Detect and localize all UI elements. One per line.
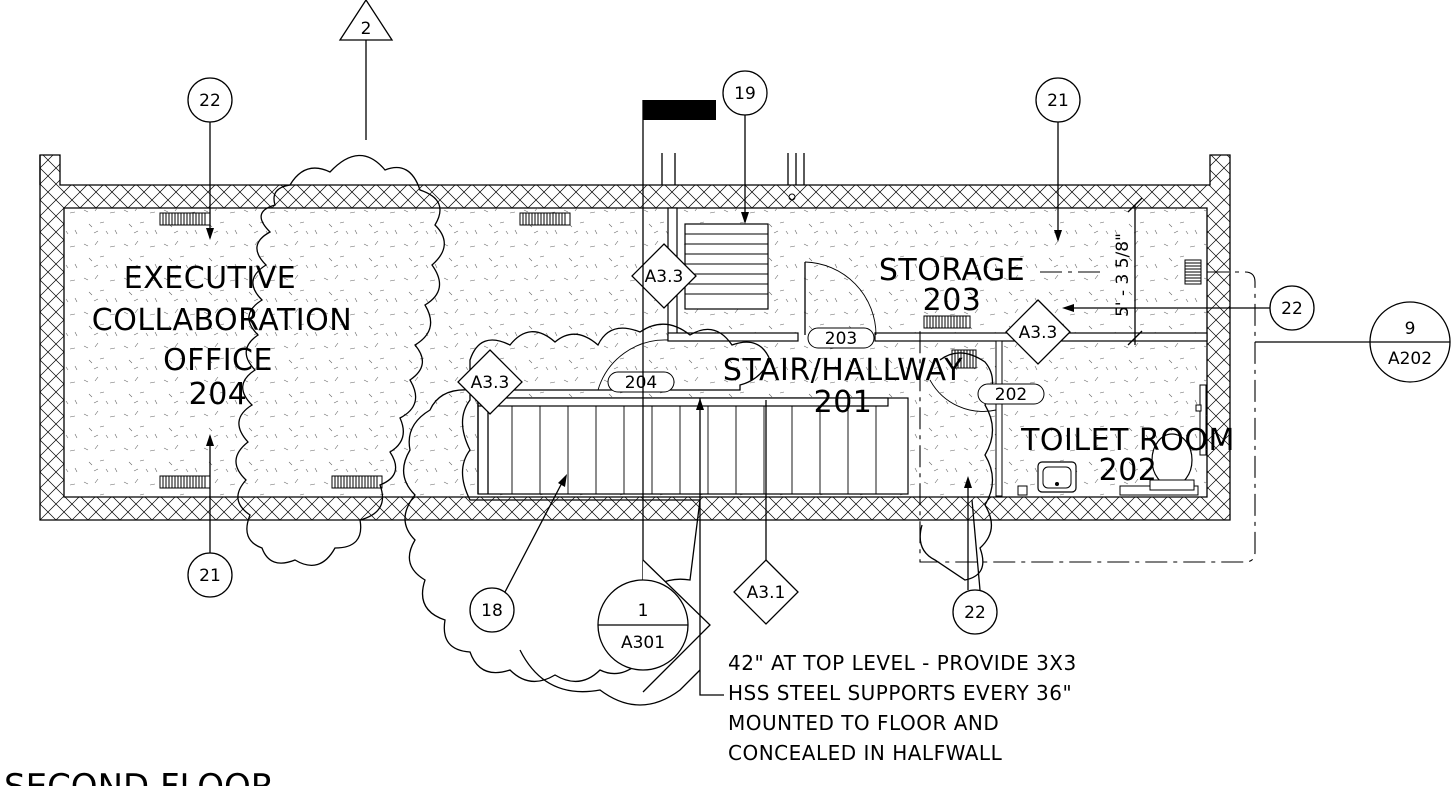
- room-number: 202: [1099, 453, 1158, 488]
- keynote-22-top: 22: [187, 77, 233, 240]
- svg-text:2: 2: [361, 19, 372, 39]
- dimension-string: 5' - 3 5/8": [1113, 197, 1143, 346]
- note-line-3: MOUNTED TO FLOOR AND: [728, 711, 999, 735]
- note-line-1: 42" AT TOP LEVEL - PROVIDE 3X3: [728, 651, 1077, 675]
- dimension-text: 5' - 3 5/8": [1113, 233, 1133, 317]
- room-name-line-3: OFFICE: [163, 343, 273, 378]
- sheet-ref-a33-left: A3.3: [457, 349, 523, 415]
- elevation-number: 9: [1405, 319, 1416, 339]
- keynote-19: 19: [722, 70, 768, 224]
- doors: [597, 261, 997, 412]
- svg-text:A3.1: A3.1: [747, 583, 786, 603]
- door-tag-203: 203: [807, 327, 875, 349]
- keynote-21-top: 21: [1035, 77, 1081, 242]
- svg-text:A3.3: A3.3: [471, 373, 510, 393]
- sheet-ref-a33-right: A3.3: [1005, 299, 1071, 365]
- section-marker: 1 A301: [597, 100, 716, 693]
- svg-text:A3.3: A3.3: [645, 267, 684, 287]
- room-storage: STORAGE 203: [879, 253, 1025, 318]
- svg-text:21: 21: [1047, 91, 1069, 111]
- sheet-ref-a31: A3.1: [733, 400, 799, 625]
- room-name: STAIR/HALLWAY: [723, 353, 963, 388]
- room-name: STORAGE: [879, 253, 1025, 288]
- plumbing-fixtures: [1017, 384, 1207, 496]
- svg-text:22: 22: [1281, 299, 1303, 319]
- svg-text:A3.3: A3.3: [1019, 323, 1058, 343]
- revision-clouds: [235, 154, 994, 706]
- general-note: 42" AT TOP LEVEL - PROVIDE 3X3 HSS STEEL…: [696, 398, 1077, 765]
- keynote-18: 18: [469, 474, 567, 633]
- svg-text:21: 21: [199, 566, 221, 586]
- section-number: 1: [638, 601, 649, 621]
- room-toilet-room: TOILET ROOM 202: [1020, 423, 1235, 488]
- note-line-4: CONCEALED IN HALFWALL: [728, 741, 1003, 765]
- keynote-22-right: 22: [1062, 285, 1315, 331]
- door-tag-204: 204: [607, 371, 675, 393]
- room-number: 203: [923, 283, 982, 318]
- wall-ticks: [661, 153, 805, 201]
- svg-text:204: 204: [625, 373, 657, 393]
- room-name: TOILET ROOM: [1020, 423, 1235, 458]
- section-sheet: A301: [621, 633, 665, 653]
- hvac-registers: [159, 212, 1202, 489]
- svg-text:203: 203: [825, 329, 857, 349]
- room-number: 204: [189, 377, 248, 412]
- svg-text:22: 22: [199, 91, 221, 111]
- room-name-line-2: COLLABORATION: [92, 303, 352, 338]
- note-line-2: HSS STEEL SUPPORTS EVERY 36": [728, 681, 1072, 705]
- room-stair-hallway: STAIR/HALLWAY 201: [723, 353, 963, 420]
- drawing-title: SECOND FLOOR: [4, 767, 274, 786]
- sheet-ref-a33-stair: A3.3: [631, 243, 697, 309]
- keynote-22-bottom: 22: [952, 476, 998, 635]
- svg-text:202: 202: [995, 385, 1027, 405]
- room-name-line-1: EXECUTIVE: [124, 261, 297, 296]
- door-tag-202: 202: [977, 383, 1045, 405]
- revision-triangle: 2: [338, 0, 394, 140]
- svg-text:19: 19: [734, 84, 756, 104]
- keynote-21-bottom: 21: [187, 434, 233, 598]
- svg-text:22: 22: [964, 603, 986, 623]
- elevation-marker: 9 A202: [1255, 301, 1451, 383]
- room-executive-collaboration-office: EXECUTIVE COLLABORATION OFFICE 204: [92, 261, 352, 412]
- svg-text:18: 18: [481, 601, 503, 621]
- elevation-sheet: A202: [1388, 349, 1432, 369]
- room-number: 201: [814, 385, 873, 420]
